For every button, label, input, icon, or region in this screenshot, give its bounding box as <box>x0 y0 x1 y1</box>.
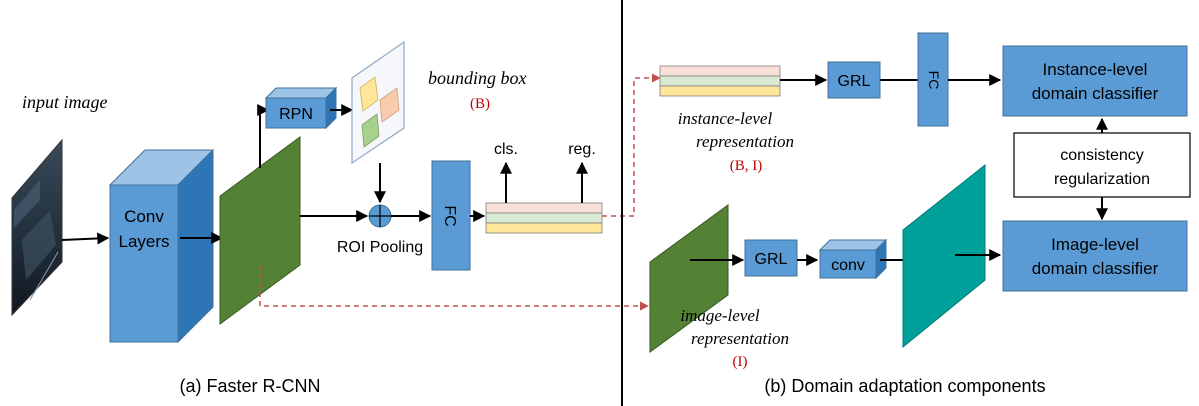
grl-bottom-block <box>744 239 798 277</box>
roi-feature-bar <box>485 202 603 234</box>
dashed-link-instance <box>602 73 661 217</box>
caption-left: (a) Faster R-CNN <box>179 376 320 396</box>
fc-block-right <box>917 32 949 127</box>
cls-label: cls. <box>494 141 518 158</box>
rpn-block <box>264 86 338 130</box>
conv-label-right: conv <box>831 257 865 274</box>
image-domain-classifier <box>1002 220 1188 292</box>
conv-block-right <box>818 238 888 280</box>
consistency-line2: regularization <box>1054 171 1150 188</box>
caption-right: (b) Domain adaptation components <box>764 376 1045 396</box>
dashed-link-image <box>259 265 649 311</box>
reg-label: reg. <box>568 141 596 158</box>
consistency-regularization-box <box>1013 132 1191 198</box>
domain-feature-map <box>902 163 986 349</box>
instance-repr-line2: representation <box>696 132 794 151</box>
instance-classifier-line2: domain classifier <box>1032 84 1159 103</box>
grl-bottom-label: GRL <box>755 251 788 268</box>
fc-label-left: FC <box>441 205 458 226</box>
grl-top-label: GRL <box>838 73 871 90</box>
arrow-input-to-conv <box>61 232 110 245</box>
arrow-feature-to-rpn <box>257 104 270 168</box>
fc-label-right: FC <box>926 71 942 90</box>
proposal-panel <box>351 40 405 165</box>
image-repr-tag: (I) <box>733 354 748 370</box>
bbox-tag: (B) <box>470 96 490 112</box>
roi-pooling-label: ROI Pooling <box>337 239 423 256</box>
grl-top-block <box>827 61 881 99</box>
input-image-label: input image <box>22 92 108 112</box>
conv-label-line1: Conv <box>124 207 164 226</box>
image-level-feature-map <box>649 204 729 353</box>
input-image <box>11 138 63 317</box>
instance-classifier-line1: Instance-level <box>1043 60 1148 79</box>
image-repr-line1: image-level <box>680 306 760 325</box>
instance-repr-line1: instance-level <box>678 109 773 128</box>
image-repr-line2: representation <box>691 329 789 348</box>
conv-label-line2: Layers <box>118 232 169 251</box>
feature-map <box>219 136 301 325</box>
image-classifier-line1: Image-level <box>1051 235 1139 254</box>
rpn-label: RPN <box>279 106 313 123</box>
fc-block-left <box>431 160 471 271</box>
consistency-line1: consistency <box>1060 147 1144 164</box>
image-classifier-line2: domain classifier <box>1032 259 1159 278</box>
instance-domain-classifier <box>1002 45 1188 117</box>
instance-feature-bar <box>659 65 781 97</box>
bbox-label: bounding box <box>428 68 527 88</box>
roi-pooling-node <box>368 204 392 228</box>
instance-repr-tag: (B, I) <box>730 158 763 174</box>
conv-layers-block <box>108 148 215 344</box>
